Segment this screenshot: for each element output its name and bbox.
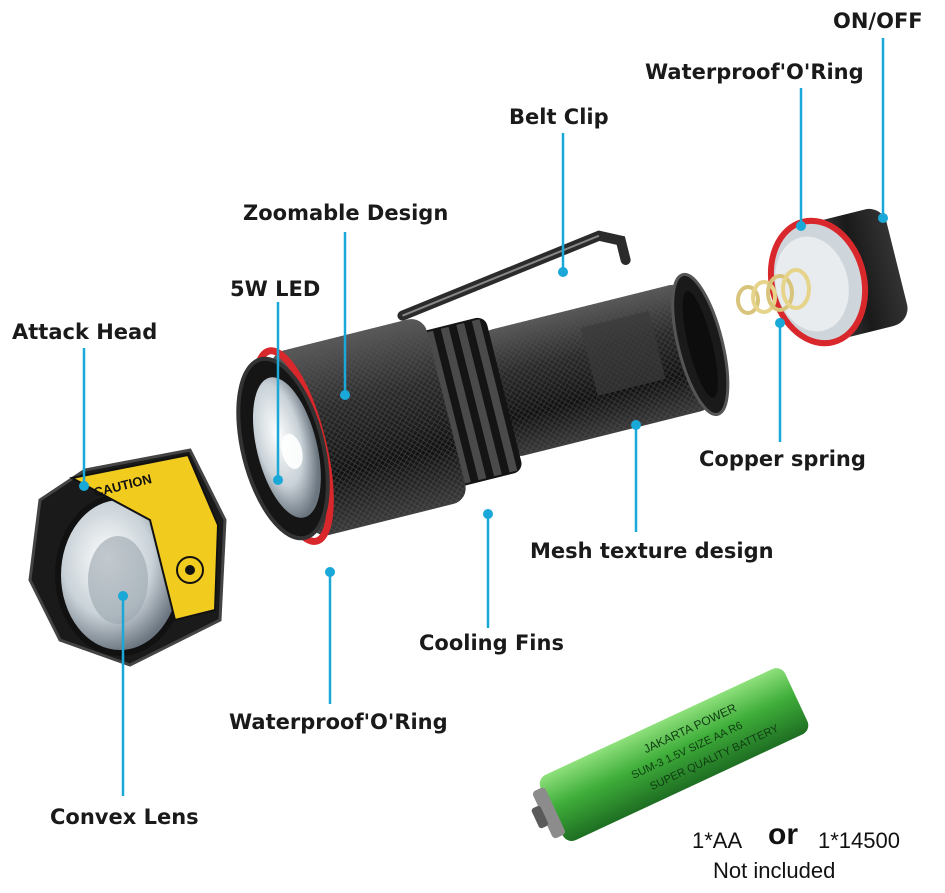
label-waterproof-oring-top: Waterproof'O'Ring [645,60,864,84]
label-convex-lens: Convex Lens [50,805,199,829]
tail-cap [767,208,908,347]
battery-aa-label: 1*AA [692,828,743,853]
label-5w-led: 5W LED [230,277,321,301]
label-copper-spring: Copper spring [699,447,866,471]
label-on-off: ON/OFF [833,9,923,33]
copper-spring [736,268,811,315]
battery-or-label: or [768,818,798,851]
label-belt-clip: Belt Clip [509,105,609,129]
attack-head: CAUTION [28,448,227,667]
label-cooling-fins: Cooling Fins [419,631,564,655]
label-attack-head: Attack Head [12,320,158,344]
flashlight-body [236,230,730,545]
leader-lines [79,38,888,796]
label-waterproof-oring-bottom: Waterproof'O'Ring [229,710,448,734]
battery-14500-label: 1*14500 [818,828,900,853]
label-mesh-texture: Mesh texture design [530,539,774,563]
label-zoomable-design: Zoomable Design [243,201,449,225]
cooling-fins [419,317,522,486]
battery-not-included: Not included [713,858,836,883]
